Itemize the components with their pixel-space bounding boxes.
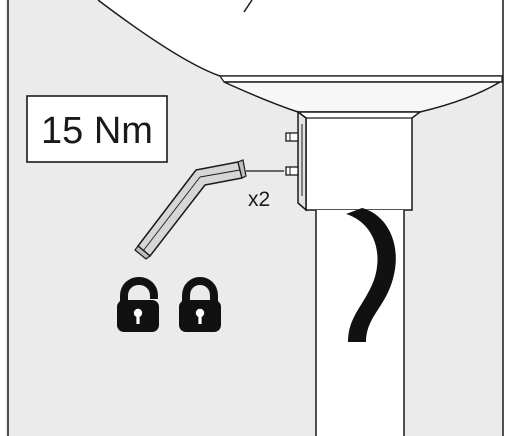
- hex-key-icon: [134, 159, 247, 260]
- power-cable: [346, 208, 396, 342]
- bolt-lower: [285, 166, 299, 176]
- mounting-bracket: [295, 110, 423, 212]
- unlock-icon: [117, 277, 159, 332]
- bolt-upper: [285, 132, 299, 142]
- table-top: [97, 0, 503, 113]
- torque-label: 15 Nm: [41, 110, 153, 152]
- quantity-label: x2: [248, 188, 270, 211]
- torque-label-box: 15 Nm: [26, 95, 168, 163]
- lock-icon: [179, 277, 221, 332]
